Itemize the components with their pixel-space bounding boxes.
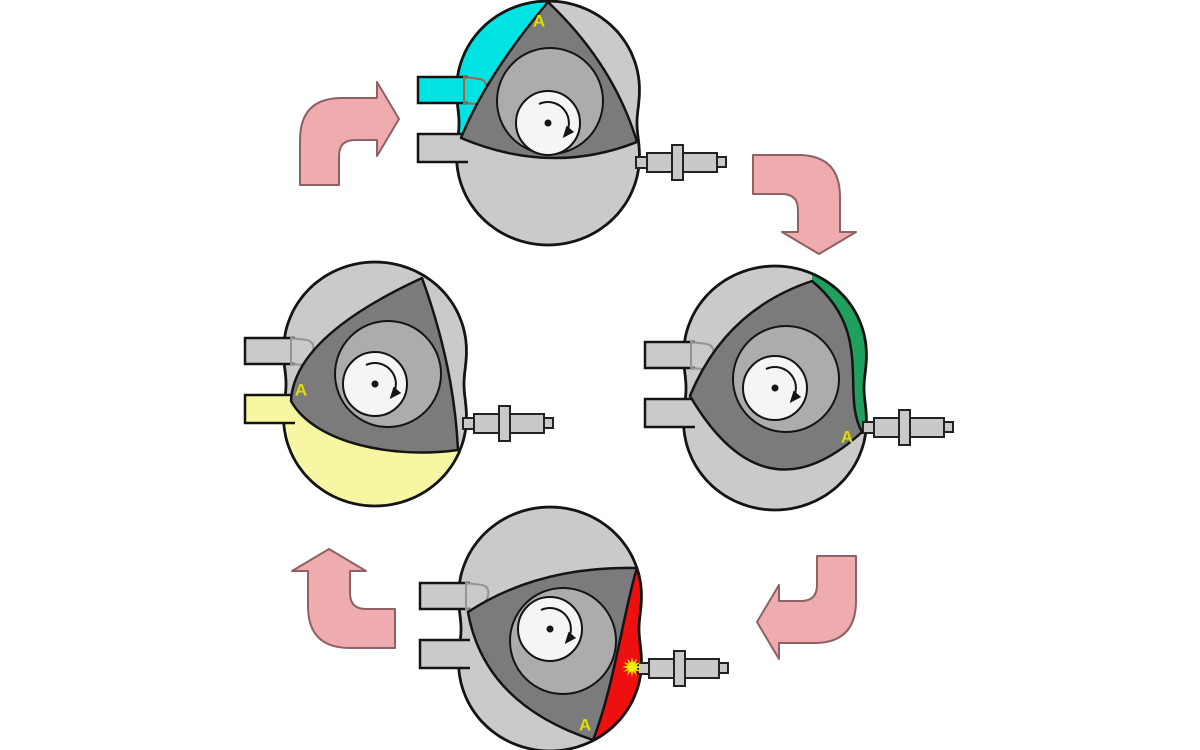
plug-tip	[635, 156, 648, 169]
spark-star-icon	[622, 657, 642, 677]
chamber-exhaust	[283, 401, 467, 506]
exhaust-port	[420, 640, 470, 668]
spark-plug	[862, 409, 954, 446]
intake-port	[645, 342, 695, 368]
plug-tip	[462, 417, 475, 430]
plug-nut	[673, 650, 686, 687]
intake-port	[418, 77, 468, 103]
shaft-center-dot	[546, 625, 554, 633]
intake-port-outline	[643, 340, 695, 370]
shaft-center-dot	[771, 384, 779, 392]
rotation-arrow-icon	[365, 362, 402, 400]
intake-port-outline	[243, 336, 295, 366]
arrow-compression-to-ignition	[756, 555, 857, 660]
exhaust-port	[418, 134, 468, 162]
rotation-arrow-icon	[765, 366, 802, 404]
rotation-arrow-icon	[538, 101, 575, 139]
plug-terminal	[718, 662, 729, 674]
chamber-intake	[456, 1, 548, 138]
plug-terminal	[943, 421, 954, 433]
spark-plug	[637, 650, 729, 687]
apex-label: A	[295, 381, 307, 400]
exhaust-port-outline	[416, 132, 468, 164]
engine-exhaust: A	[243, 260, 554, 508]
shaft-center-dot	[544, 119, 552, 127]
plug-terminal	[543, 417, 554, 429]
plug-terminal	[716, 156, 727, 168]
arrow-intake-to-compression	[752, 154, 857, 255]
plug-nut	[671, 144, 684, 181]
intake-port-outline	[416, 75, 468, 105]
spark-plug	[635, 144, 727, 181]
plug-tip	[637, 662, 650, 675]
exhaust-port-outline	[643, 397, 695, 429]
plug-nut	[898, 409, 911, 446]
cycle-arrows	[291, 81, 857, 660]
engine-ignition: A	[418, 505, 729, 750]
arrow-exhaust-to-intake	[299, 81, 400, 186]
apex-label: A	[841, 428, 853, 447]
engine-intake: A	[416, 0, 727, 247]
arrow-ignition-to-exhaust	[291, 548, 396, 649]
engine-compression: A	[643, 264, 954, 512]
apex-label: A	[533, 12, 545, 31]
exhaust-port-outline	[243, 393, 295, 425]
exhaust-port	[245, 395, 295, 423]
apex-label: A	[579, 716, 591, 735]
exhaust-port-outline	[418, 638, 470, 670]
intake-port	[420, 583, 470, 609]
plug-nut	[498, 405, 511, 442]
shaft-center-dot	[371, 380, 379, 388]
intake-port	[245, 338, 295, 364]
spark-plug	[462, 405, 554, 442]
exhaust-port	[645, 399, 695, 427]
intake-port-outline	[418, 581, 470, 611]
plug-tip	[862, 421, 875, 434]
rotation-arrow-icon	[540, 607, 577, 645]
